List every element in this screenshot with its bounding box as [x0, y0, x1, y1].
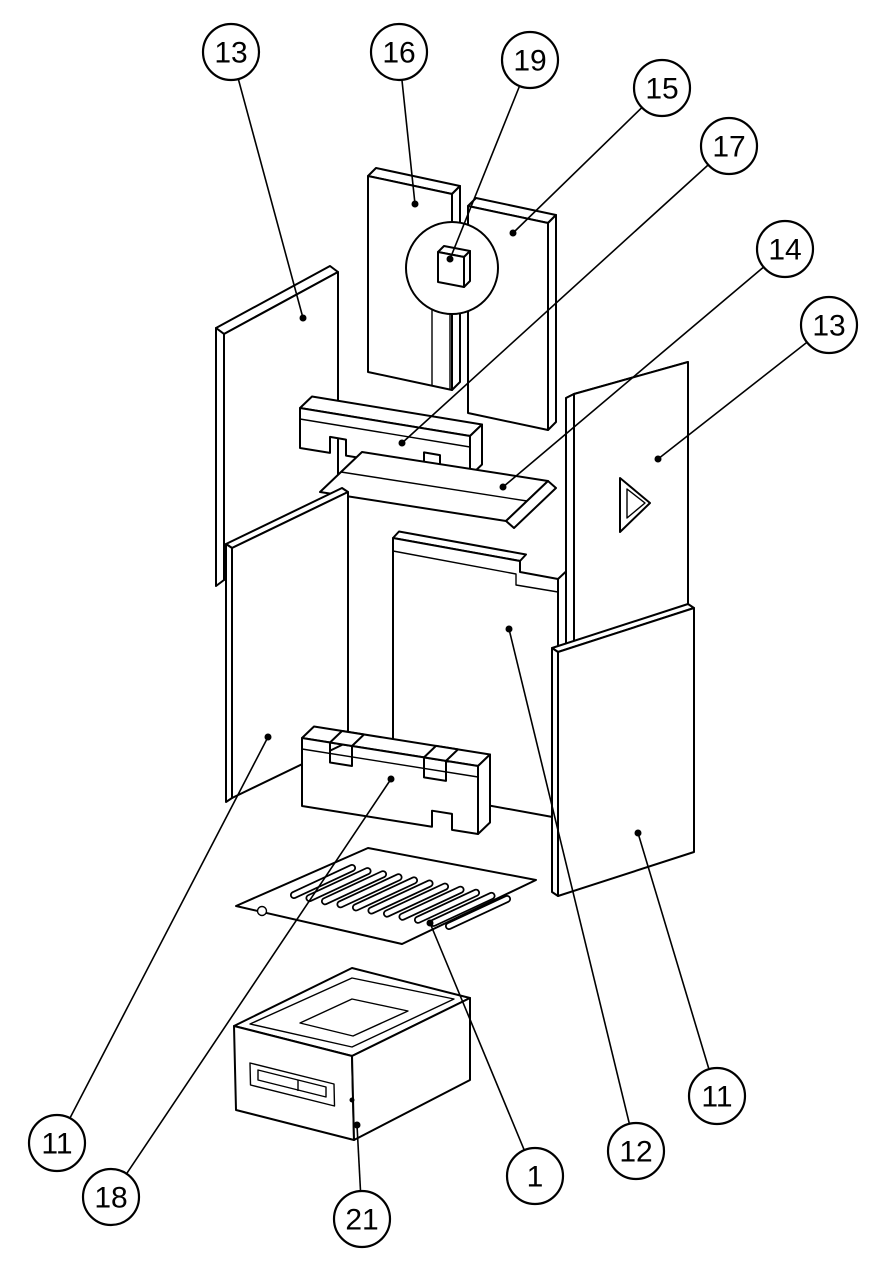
callout-balloon-21: 21	[332, 1189, 392, 1249]
part-round-flue-deflector	[405, 221, 499, 315]
leader-dot-14	[499, 483, 507, 491]
balloon-circle	[201, 22, 261, 82]
callout-balloon-11-bottom-right: 11	[687, 1066, 747, 1126]
part-side-panel-right	[565, 361, 689, 655]
part-upper-front-bar	[299, 395, 483, 477]
leader-dot-17	[398, 439, 406, 447]
part-side-panel-lower-left	[225, 487, 349, 803]
callout-balloon-12: 12	[606, 1121, 666, 1181]
triangle-hole-inner	[626, 488, 646, 519]
leader-line-13-right	[657, 324, 830, 460]
callout-balloon-15: 15	[632, 58, 692, 118]
part-lower-front-bar	[301, 725, 491, 835]
callout-balloon-13-right: 13	[799, 295, 859, 355]
leader-line-18	[110, 778, 392, 1198]
callout-balloon-16: 16	[369, 22, 429, 82]
leader-line-11-bottom-right	[637, 832, 718, 1097]
balloon-circle	[505, 1146, 565, 1206]
balloon-label: 14	[768, 234, 801, 267]
leader-dot-13-top-left	[299, 314, 307, 322]
callout-balloon-19: 19	[500, 30, 560, 90]
balloon-circle	[27, 1113, 87, 1173]
panel-face	[557, 607, 695, 897]
leader-line-12	[508, 628, 637, 1152]
bar-chamfer-line	[299, 418, 471, 448]
balloon-label: 17	[712, 131, 745, 164]
pan-rivet	[349, 1097, 355, 1103]
pan-front-right-face	[351, 997, 471, 1141]
callout-balloon-17: 17	[699, 116, 759, 176]
balloon-circle	[632, 58, 692, 118]
leader-dot-13-right	[654, 455, 662, 463]
leader-line-13-top-left	[230, 51, 304, 319]
part-grate	[235, 847, 537, 945]
balloon-label: 11	[41, 1128, 72, 1161]
pan-handle-inner	[257, 1069, 327, 1098]
balloon-label: 21	[345, 1204, 378, 1237]
part-ash-pan	[233, 967, 471, 1141]
panel-slot	[431, 310, 451, 389]
bar-top-notch-opening	[423, 744, 459, 762]
balloon-label: 15	[645, 73, 678, 106]
leader-dot-18	[387, 775, 395, 783]
leader-dot-16	[411, 200, 419, 208]
callout-balloon-1: 1	[505, 1146, 565, 1206]
callout-balloon-14: 14	[755, 219, 815, 279]
balloon-label: 19	[513, 45, 546, 78]
balloon-label: 13	[812, 310, 845, 343]
panel-right-edge	[547, 214, 557, 431]
balloon-label: 1	[527, 1161, 544, 1194]
balloon-circle	[755, 219, 815, 279]
callout-balloon-18: 18	[81, 1167, 141, 1227]
leader-line-15	[512, 87, 663, 234]
leader-line-19	[449, 59, 531, 260]
balloon-circle	[699, 116, 759, 176]
leader-line-1	[429, 922, 536, 1177]
leader-dot-12	[505, 625, 513, 633]
bar-chamfer-line	[301, 748, 479, 778]
balloon-label: 12	[619, 1136, 652, 1169]
balloon-circle	[799, 295, 859, 355]
panel-left-edge	[215, 327, 225, 587]
balloon-label: 18	[94, 1182, 127, 1215]
grate-hole	[256, 905, 268, 917]
leader-dot-15	[509, 229, 517, 237]
leader-dot-19	[446, 255, 454, 263]
leader-lines	[56, 51, 830, 1220]
balloon-circle	[369, 22, 429, 82]
balloon-label: 11	[701, 1081, 732, 1114]
leader-dot-21	[353, 1121, 361, 1129]
balloon-circle	[500, 30, 560, 90]
leader-line-14	[502, 248, 786, 488]
leader-dot-11-bottom-right	[634, 829, 642, 837]
leader-dot-1	[426, 919, 434, 927]
balloon-circle	[81, 1167, 141, 1227]
deflector-tab-face	[437, 251, 465, 288]
leader-line-11-bottom-left	[56, 736, 269, 1144]
callout-balloon-13-top-left: 13	[201, 22, 261, 82]
leader-line-17	[401, 145, 730, 444]
bar-top-notch-opening	[329, 730, 365, 747]
balloon-circle	[606, 1121, 666, 1181]
balloon-label: 16	[382, 37, 415, 70]
part-side-panel-lower-right	[551, 603, 695, 897]
bar-right-face	[477, 753, 491, 835]
callout-balloon-11-bottom-left: 11	[27, 1113, 87, 1173]
part-baffle-plate	[319, 451, 557, 529]
balloon-circle	[332, 1189, 392, 1249]
callout-balloons: 13 16 19 15 17 14 13 11	[27, 22, 859, 1249]
baffle-right-edge	[505, 480, 557, 529]
baffle-fold-line	[340, 471, 528, 502]
leader-dot-11-bottom-left	[264, 733, 272, 741]
panel-lip-line	[392, 550, 559, 593]
pan-floor	[299, 998, 409, 1037]
balloon-label: 13	[214, 37, 247, 70]
balloon-circle	[687, 1066, 747, 1126]
